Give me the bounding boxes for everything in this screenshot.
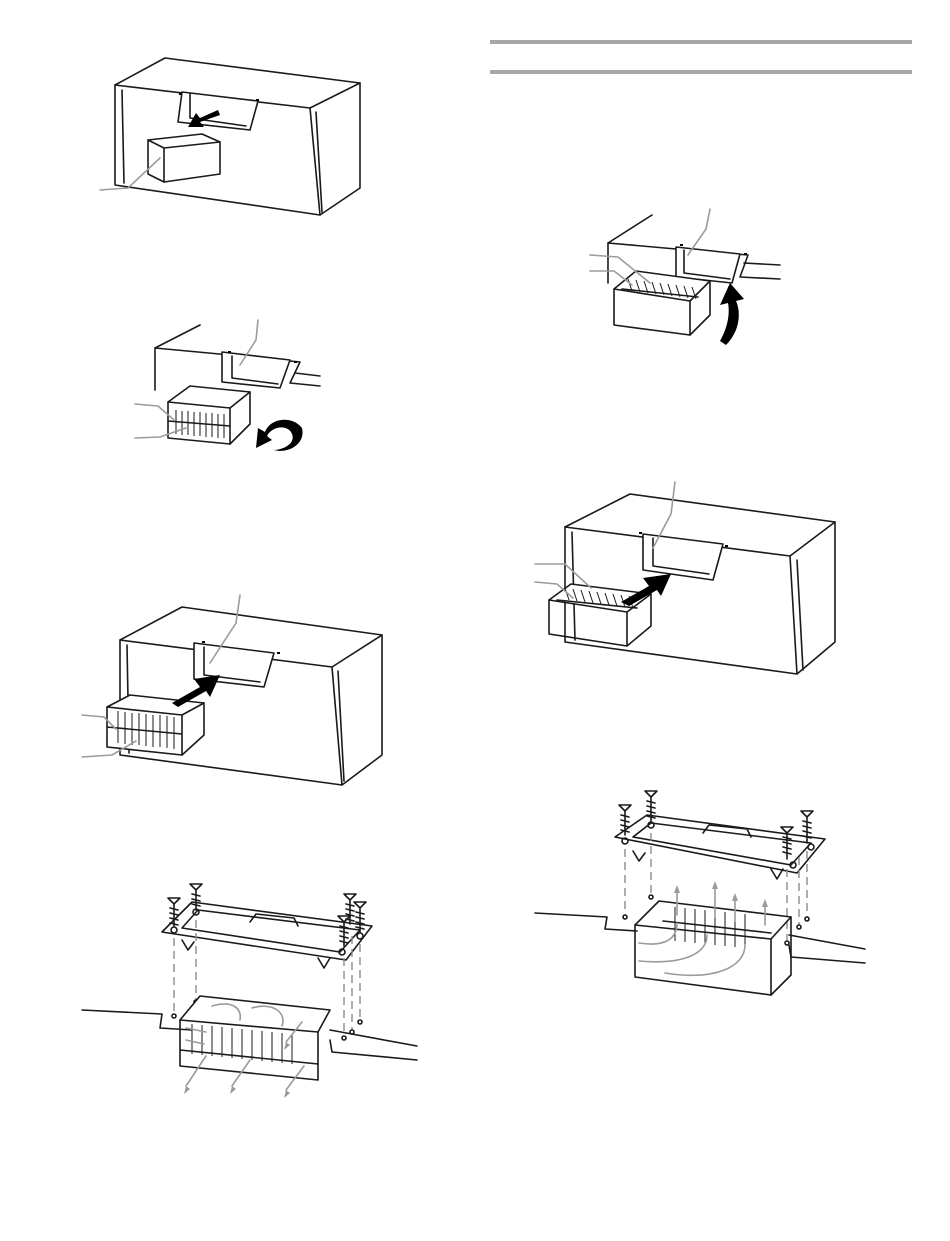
figure-insert-vent-upright xyxy=(535,482,855,682)
section-rule-bottom xyxy=(490,70,912,74)
figure-rotate-vent xyxy=(130,320,340,470)
screw-icon xyxy=(344,894,356,924)
figure-install-vent-cover-up xyxy=(535,785,870,1005)
section-rule-top xyxy=(490,40,912,44)
figure-lift-vent xyxy=(580,205,800,350)
rotate-arrow-icon xyxy=(256,420,303,451)
lift-arrow-icon xyxy=(720,283,744,345)
figure-remove-vent xyxy=(100,50,370,220)
figure-insert-vent-rotated xyxy=(82,595,392,795)
figure-install-vent-cover xyxy=(82,880,422,1105)
